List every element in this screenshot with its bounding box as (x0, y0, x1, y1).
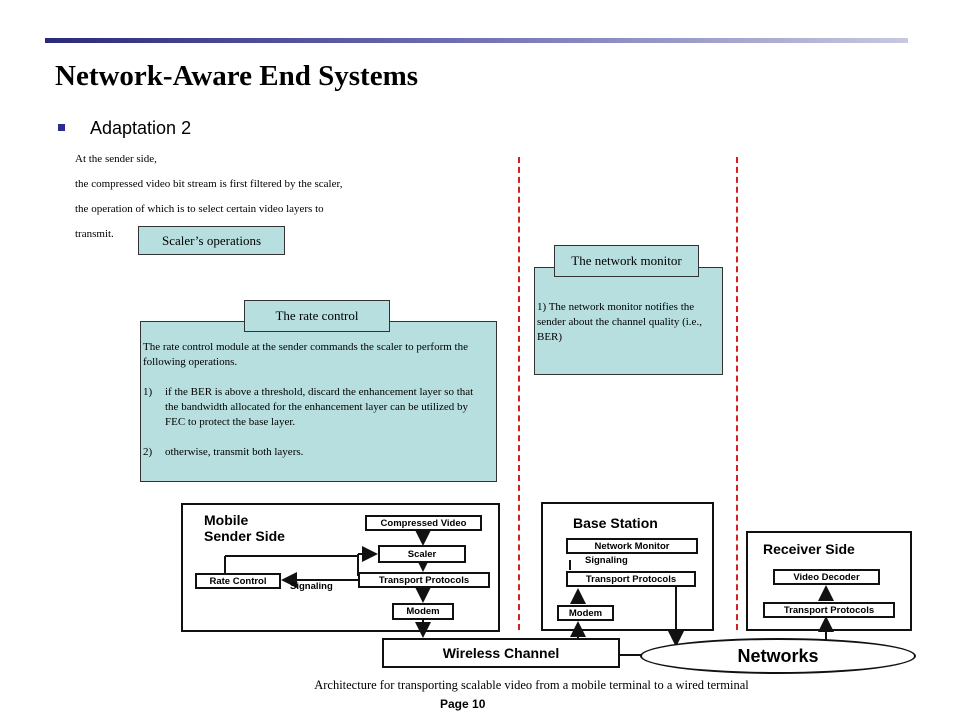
compressed-video-box: Compressed Video (365, 515, 482, 531)
rate-control-intro: The rate control module at the sender co… (143, 341, 468, 368)
signaling-label: Signaling (290, 581, 333, 592)
sender-text-line: the compressed video bit stream is first… (75, 178, 343, 190)
bs-modem-box: Modem (557, 605, 614, 621)
bullet-text: Adaptation 2 (90, 118, 192, 138)
receiver-title: Receiver Side (763, 541, 855, 557)
network-monitor-diagram-box: Network Monitor (566, 538, 698, 554)
base-station-title: Base Station (573, 515, 658, 531)
network-monitor-text: 1) The network monitor notifies the send… (537, 301, 702, 343)
rate-control-label: The rate control (244, 300, 390, 332)
scaler-box: Scaler (378, 545, 466, 563)
modem-box: Modem (392, 603, 454, 620)
rx-transport-protocols-box: Transport Protocols (763, 602, 895, 618)
item-number: 1) (143, 386, 153, 398)
network-monitor-label: The network monitor (554, 245, 699, 277)
rate-control-item: 2) otherwise, transmit both layers. (143, 445, 486, 460)
scaler-operations-label: Scaler’s operations (138, 226, 285, 255)
rate-control-item: 1) if the BER is above a threshold, disc… (143, 385, 486, 430)
header-bar (45, 38, 908, 43)
right-divider (736, 157, 738, 630)
mobile-sender-title: Mobile Sender Side (204, 512, 285, 544)
bs-signaling-label: Signaling (585, 555, 628, 566)
slide-title: Network-Aware End Systems (55, 60, 419, 92)
sender-text-line: transmit. (75, 228, 114, 240)
rate-control-box: The rate control module at the sender co… (140, 321, 497, 482)
figure-caption: Architecture for transporting scalable v… (314, 678, 749, 692)
video-decoder-box: Video Decoder (773, 569, 880, 585)
item-number: 2) (143, 446, 153, 458)
sender-text-line: At the sender side, (75, 153, 157, 165)
rate-control-box-diagram: Rate Control (195, 573, 281, 589)
sender-text-line: the operation of which is to select cert… (75, 203, 324, 215)
wireless-channel-box: Wireless Channel (382, 638, 620, 668)
bs-transport-protocols-box: Transport Protocols (566, 571, 696, 587)
bullet-square-icon (58, 124, 65, 131)
page-number: Page 10 (440, 697, 486, 711)
item-text: if the BER is above a threshold, discard… (165, 386, 474, 428)
transport-protocols-box: Transport Protocols (358, 572, 490, 588)
item-text: otherwise, transmit both layers. (165, 446, 304, 458)
left-divider (518, 157, 520, 630)
networks-ellipse: Networks (640, 638, 916, 674)
